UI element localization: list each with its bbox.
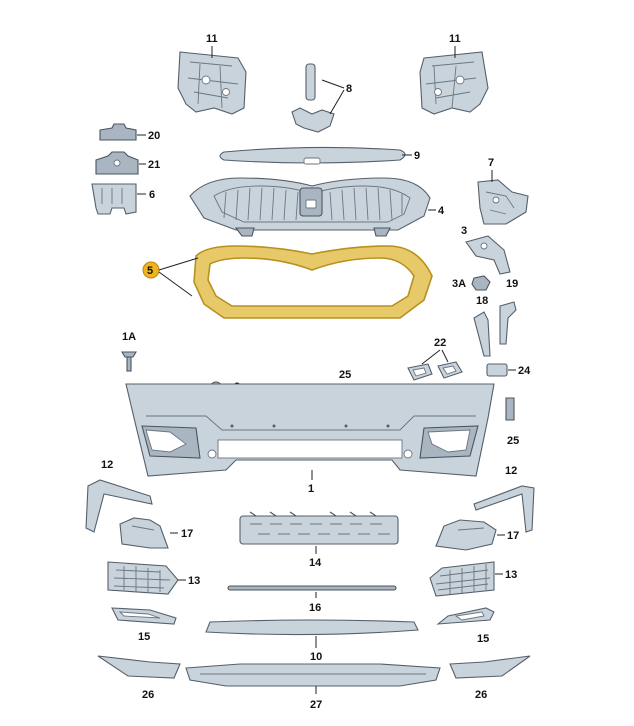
- part-12-right-strip: [473, 485, 535, 533]
- part-15-right-trim: [436, 607, 495, 625]
- label-3: 3: [461, 225, 467, 237]
- label-18: 18: [476, 295, 488, 307]
- label-15-right: 15: [477, 633, 489, 645]
- part-22-grommets: [407, 361, 463, 381]
- label-4: 4: [438, 205, 445, 217]
- part-20-clip: [99, 123, 137, 141]
- label-24: 24: [518, 365, 531, 377]
- part-1-bumper-cover: [125, 383, 495, 477]
- part-26-left-deflector: [97, 655, 181, 679]
- part-14-lower-grille: [239, 511, 399, 545]
- part-10-spoiler: [205, 619, 419, 636]
- part-21-clip: [95, 151, 139, 175]
- label-13-right: 13: [505, 569, 517, 581]
- label-17-right: 17: [507, 530, 519, 542]
- part-17-right-bracket: [435, 519, 497, 551]
- label-3a: 3A: [452, 278, 466, 290]
- part-13-right-grille: [429, 561, 495, 597]
- part-11-left-bracket: [177, 51, 247, 115]
- part-11-right-bracket: [419, 51, 489, 115]
- part-15-left-trim: [111, 607, 177, 625]
- part-13-left-grille: [107, 561, 179, 595]
- label-25-top: 25: [339, 369, 351, 381]
- part-25-side-bracket: [505, 397, 515, 421]
- part-26-right-deflector: [449, 655, 531, 679]
- label-1a: 1A: [122, 331, 136, 343]
- part-19-bracket: [499, 301, 517, 345]
- label-10: 10: [310, 651, 322, 663]
- label-26-left: 26: [142, 689, 154, 701]
- part-17-left-bracket: [119, 517, 169, 549]
- part-18-bracket: [473, 311, 491, 357]
- label-21: 21: [148, 159, 160, 171]
- label-25-side: 25: [507, 435, 519, 447]
- part-4-grille: [189, 177, 431, 237]
- part-5-grille-frame-highlighted: [193, 245, 433, 319]
- part-9-trim-strip: [219, 146, 406, 165]
- part-27-lower-panel: [185, 663, 441, 687]
- part-3-bracket: [465, 235, 511, 275]
- label-17-left: 17: [181, 528, 193, 540]
- label-13-left: 13: [188, 575, 200, 587]
- label-26-right: 26: [475, 689, 487, 701]
- part-3a-nut: [471, 275, 491, 291]
- part-7-side-bracket: [477, 179, 529, 225]
- label-5: 5: [147, 265, 153, 277]
- part-6-insert: [91, 183, 137, 215]
- label-6: 6: [149, 189, 155, 201]
- label-12-left: 12: [101, 459, 113, 471]
- label-15-left: 15: [138, 631, 150, 643]
- label-11-left: 11: [206, 33, 218, 45]
- label-12-right: 12: [505, 465, 517, 477]
- label-27: 27: [310, 699, 322, 711]
- label-22: 22: [434, 337, 446, 349]
- part-24-cap: [486, 363, 508, 377]
- part-8-pin-and-bracket: [291, 63, 335, 133]
- label-1: 1: [308, 483, 314, 495]
- label-8: 8: [346, 83, 352, 95]
- label-19: 19: [506, 278, 518, 290]
- label-20: 20: [148, 130, 160, 142]
- label-14: 14: [309, 557, 322, 569]
- label-7: 7: [488, 157, 494, 169]
- part-16-trim-strip: [227, 585, 397, 591]
- part-12-left-strip: [85, 479, 153, 533]
- label-16: 16: [309, 602, 321, 614]
- part-1a-screw: [121, 351, 137, 372]
- label-11-right: 11: [449, 33, 461, 45]
- label-9: 9: [414, 150, 420, 162]
